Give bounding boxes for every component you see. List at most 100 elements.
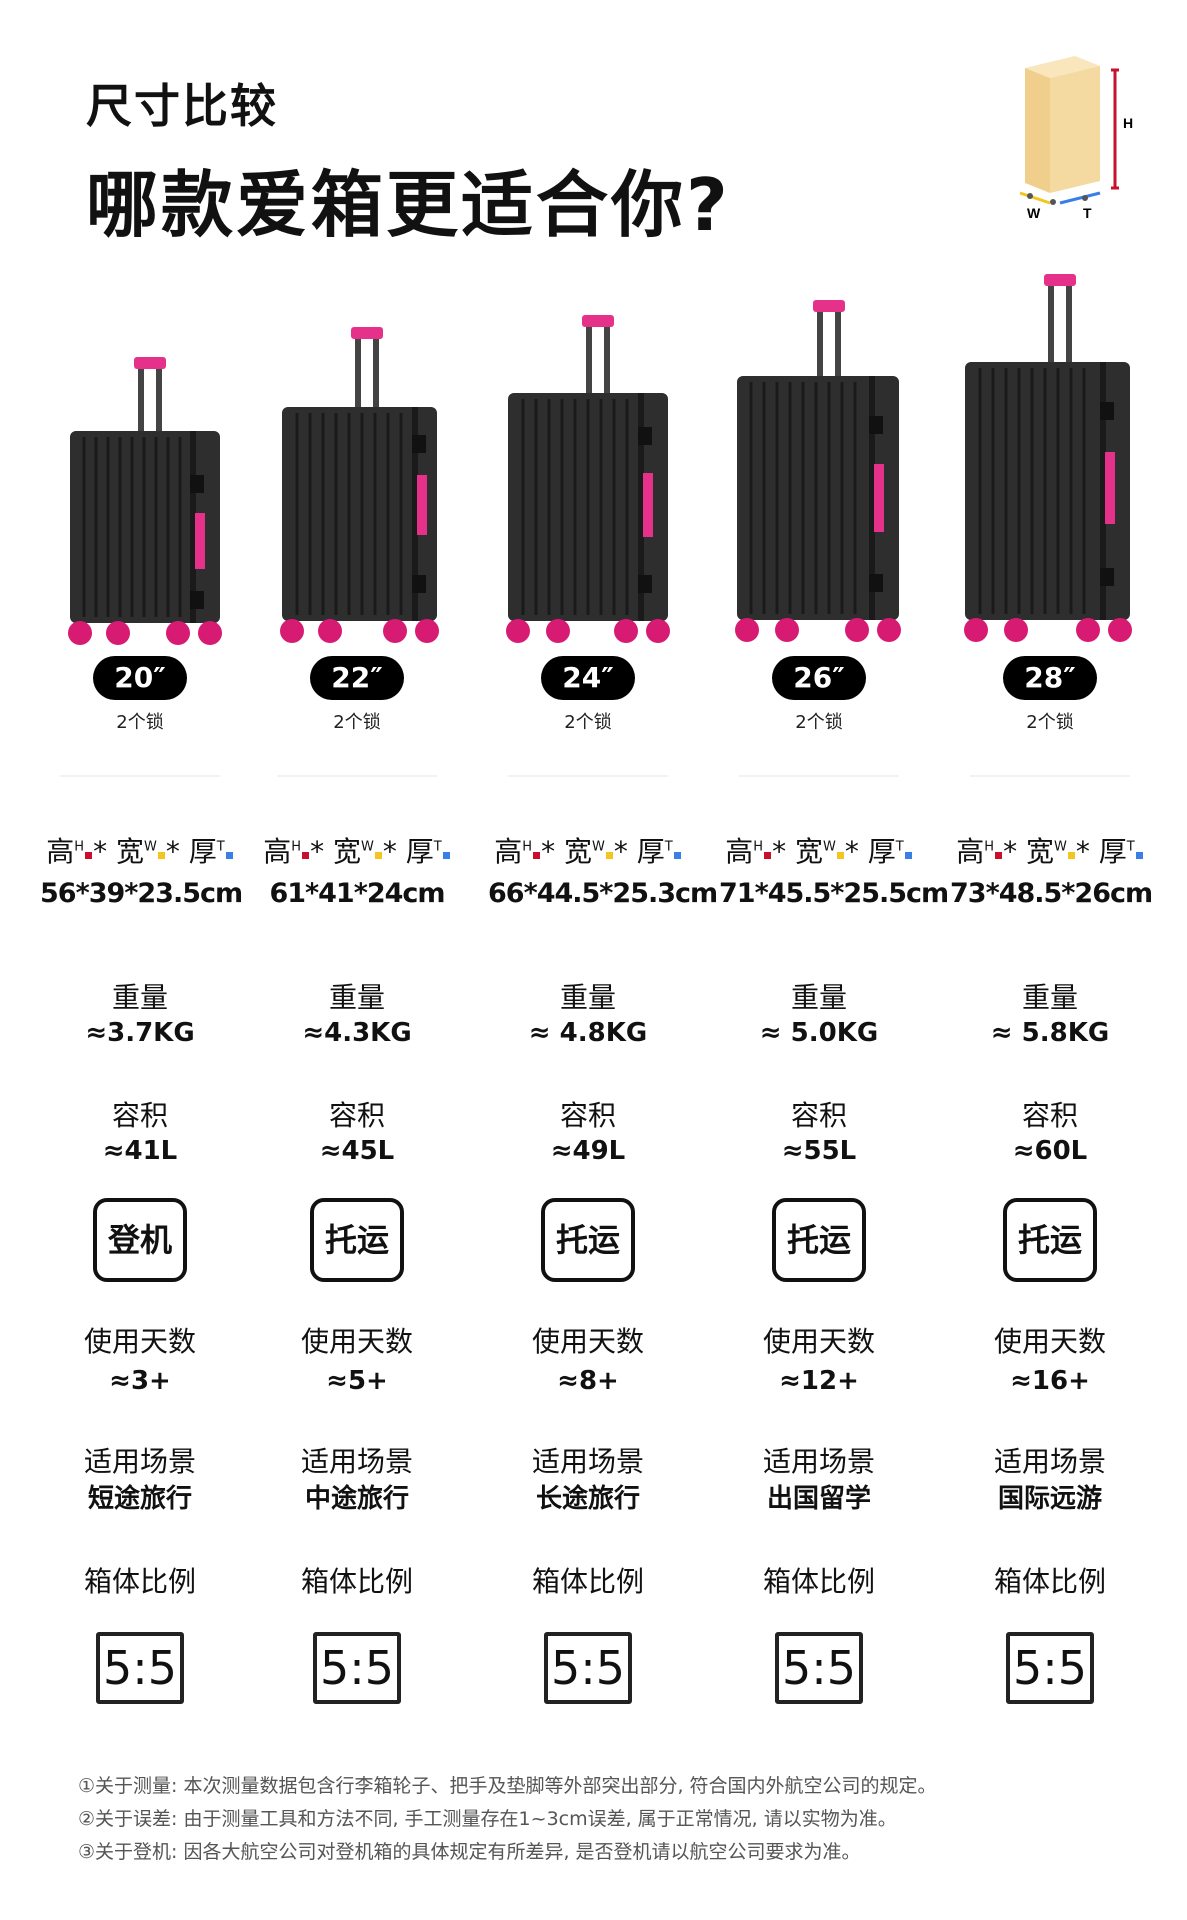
scene-value: 中途旅行 (304, 1484, 409, 1514)
days-label: 使用天数 (762, 1325, 875, 1358)
divider (970, 775, 1130, 777)
thickness-label: 厚 (636, 835, 665, 868)
locks-text: 2个锁 (116, 712, 164, 733)
locks-text: 2个锁 (795, 712, 843, 733)
dims-label: 高H* 宽W* 厚T (40, 830, 240, 870)
usage-tag: 托运 (310, 1198, 404, 1282)
dims-label: 高H* 宽W* 厚T (257, 830, 457, 870)
weight-label: 重量 (559, 981, 616, 1014)
note-measurement: ①关于测量: 本次测量数据包含行李箱轮子、把手及垫脚等外部突出部分, 符合国内外… (78, 1775, 937, 1797)
scene-value: 长途旅行 (535, 1484, 640, 1514)
size-badge: 26″ (772, 656, 866, 700)
scene-label: 适用场景 (83, 1445, 196, 1478)
ratio-label: 箱体比例 (300, 1565, 413, 1598)
header-title: 哪款爱箱更适合你? (86, 163, 731, 247)
ratio-label: 箱体比例 (83, 1565, 196, 1598)
divider (739, 775, 899, 777)
height-label: 高 (263, 835, 292, 868)
days-value: ≈3+ (109, 1366, 171, 1396)
ratio-badge: 5:5 (775, 1632, 863, 1704)
days-value: ≈5+ (326, 1366, 388, 1396)
ratio-badge: 5:5 (1006, 1632, 1094, 1704)
dims-value: 73*48.5*26cm (950, 878, 1153, 909)
scene-label: 适用场景 (993, 1445, 1106, 1478)
divider (277, 775, 437, 777)
suitcase-20-image (68, 357, 222, 645)
height-label: 高 (494, 835, 523, 868)
dims-value: 71*45.5*25.5cm (719, 878, 949, 909)
usage-tag: 托运 (1003, 1198, 1097, 1282)
suitcase-24-image (506, 315, 670, 643)
legend-t: T (1083, 205, 1092, 218)
usage-tag: 托运 (541, 1198, 635, 1282)
ratio-label: 箱体比例 (531, 1565, 644, 1598)
weight-value: ≈ 4.8KG (528, 1018, 648, 1048)
volume-value: ≈49L (550, 1136, 626, 1166)
volume-label: 容积 (111, 1099, 168, 1132)
ratio-label: 箱体比例 (762, 1565, 875, 1598)
days-value: ≈12+ (779, 1366, 859, 1396)
dims-label: 高H* 宽W* 厚T (488, 830, 688, 870)
size-badge: 22″ (310, 656, 404, 700)
legend-h: H (1123, 115, 1133, 131)
thickness-label: 厚 (405, 835, 434, 868)
column-22: 22″ 2个锁 高H* 宽W* 厚T 61*41*24cm 重量 ≈4.3KG … (257, 0, 457, 1760)
weight-value: ≈4.3KG (302, 1018, 412, 1048)
width-label: 宽 (332, 835, 361, 868)
ratio-badge: 5:5 (544, 1632, 632, 1704)
column-28: 28″ 2个锁 高H* 宽W* 厚T 73*48.5*26cm 重量 ≈ 5.8… (950, 0, 1153, 1760)
locks-text: 2个锁 (564, 712, 612, 733)
scene-label: 适用场景 (300, 1445, 413, 1478)
days-value: ≈8+ (557, 1366, 619, 1396)
ratio-badge: 5:5 (96, 1632, 184, 1704)
dims-value: 56*39*23.5cm (40, 878, 243, 909)
weight-label: 重量 (1021, 981, 1078, 1014)
note-boarding: ③关于登机: 因各大航空公司对登机箱的具体规定有所差异, 是否登机请以航空公司要… (78, 1841, 861, 1863)
width-label: 宽 (563, 835, 592, 868)
width-label: 宽 (794, 835, 823, 868)
divider (508, 775, 668, 777)
dims-value: 66*44.5*25.3cm (488, 878, 718, 909)
locks-text: 2个锁 (333, 712, 381, 733)
volume-value: ≈55L (781, 1136, 857, 1166)
usage-tag: 托运 (772, 1198, 866, 1282)
volume-label: 容积 (790, 1099, 847, 1132)
height-label: 高 (46, 835, 75, 868)
width-label: 宽 (115, 835, 144, 868)
suitcase-28-image (964, 274, 1132, 642)
header-subtitle: 尺寸比较 (86, 79, 278, 133)
locks-text: 2个锁 (1026, 712, 1074, 733)
days-label: 使用天数 (300, 1325, 413, 1358)
footnotes: ①关于测量: 本次测量数据包含行李箱轮子、把手及垫脚等外部突出部分, 符合国内外… (78, 1770, 937, 1869)
dimension-legend-icon: H W T (1019, 56, 1133, 218)
scene-label: 适用场景 (531, 1445, 644, 1478)
ratio-label: 箱体比例 (993, 1565, 1106, 1598)
dims-label: 高H* 宽W* 厚T (719, 830, 919, 870)
column-26: 26″ 2个锁 高H* 宽W* 厚T 71*45.5*25.5cm 重量 ≈ 5… (719, 0, 949, 1760)
legend-w: W (1027, 205, 1041, 218)
scene-value: 国际远游 (997, 1484, 1102, 1514)
suitcase-26-image (735, 300, 901, 642)
thickness-label: 厚 (867, 835, 896, 868)
column-24: 24″ 2个锁 高H* 宽W* 厚T 66*44.5*25.3cm 重量 ≈ 4… (488, 0, 718, 1760)
divider (60, 775, 220, 777)
volume-label: 容积 (559, 1099, 616, 1132)
column-20: 20″ 2个锁 高H* 宽W* 厚T 56*39*23.5cm 重量 ≈3.7K… (40, 0, 243, 1760)
size-badge: 28″ (1003, 656, 1097, 700)
size-badge: 24″ (541, 656, 635, 700)
size-badge: 20″ (93, 656, 187, 700)
note-error: ②关于误差: 由于测量工具和方法不同, 手工测量存在1~3cm误差, 属于正常情… (78, 1808, 897, 1830)
dims-value: 61*41*24cm (269, 878, 445, 909)
volume-label: 容积 (328, 1099, 385, 1132)
weight-label: 重量 (790, 981, 847, 1014)
weight-label: 重量 (328, 981, 385, 1014)
days-label: 使用天数 (993, 1325, 1106, 1358)
suitcase-22-image (280, 327, 439, 643)
scene-label: 适用场景 (762, 1445, 875, 1478)
weight-value: ≈ 5.8KG (990, 1018, 1110, 1048)
ratio-badge: 5:5 (313, 1632, 401, 1704)
weight-value: ≈3.7KG (85, 1018, 195, 1048)
height-label: 高 (725, 835, 754, 868)
volume-value: ≈60L (1012, 1136, 1088, 1166)
